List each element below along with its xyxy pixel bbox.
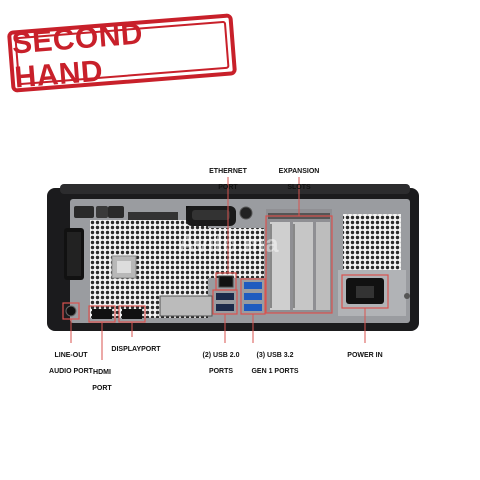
psu-vent-grille (343, 214, 401, 270)
hdmi-connector (92, 309, 112, 319)
label-usb-3-ports: (3) USB 3.2 GEN 1 PORTS (251, 352, 299, 375)
watermark: Avito.ma (178, 231, 279, 258)
middle-vent-grille (208, 228, 264, 278)
label-line-out-audio-port: LINE-OUT AUDIO PORT (49, 352, 93, 375)
label-hdmi-port: HDMI PORT (92, 369, 112, 392)
chassis-top-edge (60, 184, 410, 194)
label-displayport: DISPLAYPORT (111, 346, 161, 353)
usb-32-port-2 (244, 293, 262, 300)
usb-32-port-3 (244, 304, 262, 311)
usb-32-port-1 (244, 282, 262, 289)
label-expansion-slots: EXPANSION SLOTS (278, 168, 320, 191)
usb-20-port-2 (216, 304, 234, 311)
label-ethernet-port: ETHERNET PORT (209, 168, 247, 191)
thumbscrew (239, 206, 253, 220)
ethernet-jack (218, 275, 234, 288)
usb-20-port-1 (216, 293, 234, 300)
label-power-in: POWER IN (347, 352, 383, 359)
line-out-jack (65, 305, 77, 317)
label-sticker (159, 295, 213, 317)
label-usb-2-ports: (2) USB 2.0 PORTS (202, 352, 240, 375)
displayport-connector (122, 309, 142, 319)
leader-lines (70, 177, 366, 360)
